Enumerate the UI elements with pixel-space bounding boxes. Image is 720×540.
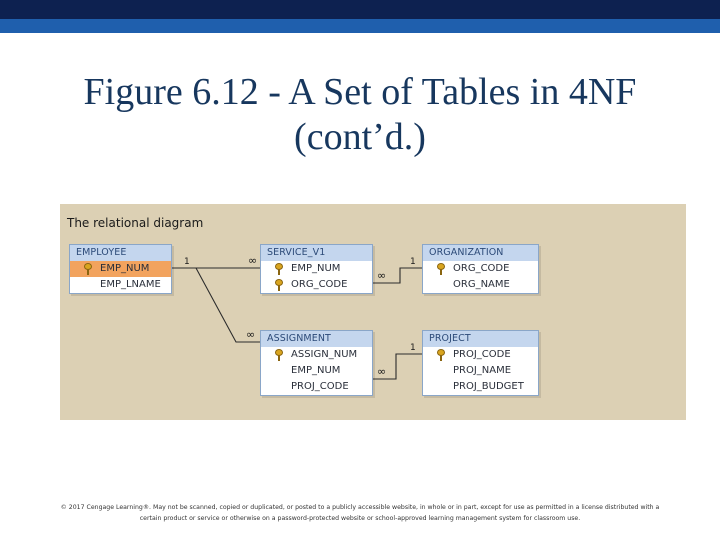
card-many-assignment-proj: ∞	[377, 365, 386, 378]
field-emp-lname[interactable]: EMP_LNAME	[70, 277, 171, 293]
field-org-code[interactable]: ORG_CODE	[261, 277, 372, 293]
card-many-service: ∞	[248, 254, 257, 267]
field-label: PROJ_CODE	[453, 349, 511, 360]
table-assignment-title: ASSIGNMENT	[261, 331, 372, 347]
field-assign-num[interactable]: ASSIGN_NUM	[261, 347, 372, 363]
field-emp-num[interactable]: EMP_NUM	[261, 261, 372, 277]
field-label: PROJ_NAME	[453, 365, 512, 376]
table-service-v1[interactable]: SERVICE_V1 EMP_NUM ORG_CODE	[260, 244, 373, 294]
link-employee-assignment	[172, 267, 260, 343]
card-many-service-org: ∞	[377, 269, 386, 282]
card-many-assignment: ∞	[246, 328, 255, 341]
field-emp-num[interactable]: EMP_NUM	[70, 261, 171, 277]
field-label: ORG_CODE	[291, 279, 348, 290]
slide-title-line-1: Figure 6.12 - A Set of Tables in 4NF	[83, 71, 637, 113]
field-org-code[interactable]: ORG_CODE	[423, 261, 538, 277]
field-label: EMP_NUM	[100, 263, 150, 274]
key-icon	[437, 349, 445, 361]
table-project-title: PROJECT	[423, 331, 538, 347]
relational-diagram: The relational diagram 1 ∞ ∞ ∞ 1 ∞ 1 EMP…	[60, 204, 686, 420]
card-one-project: 1	[410, 343, 416, 353]
key-icon	[275, 349, 283, 361]
slide-title-line-2: (cont’d.)	[294, 116, 426, 158]
table-project[interactable]: PROJECT PROJ_CODE PROJ_NAME PROJ_BUDGET	[422, 330, 539, 396]
field-proj-code[interactable]: PROJ_CODE	[261, 379, 372, 395]
card-one-employee: 1	[184, 257, 190, 267]
slide-title: Figure 6.12 - A Set of Tables in 4NF (co…	[0, 70, 720, 160]
field-label: EMP_NUM	[291, 365, 341, 376]
link-assignment-project	[373, 353, 422, 380]
copyright-line-1: © 2017 Cengage Learning®. May not be sca…	[60, 504, 660, 511]
field-proj-code[interactable]: PROJ_CODE	[423, 347, 538, 363]
field-proj-budget[interactable]: PROJ_BUDGET	[423, 379, 538, 395]
field-proj-name[interactable]: PROJ_NAME	[423, 363, 538, 379]
card-one-organization: 1	[410, 257, 416, 267]
field-label: ORG_CODE	[453, 263, 510, 274]
field-label: EMP_NUM	[291, 263, 341, 274]
table-assignment[interactable]: ASSIGNMENT ASSIGN_NUM EMP_NUM PROJ_CODE	[260, 330, 373, 396]
field-label: EMP_LNAME	[100, 279, 161, 290]
field-label: PROJ_CODE	[291, 381, 349, 392]
key-icon	[275, 263, 283, 275]
relationship-lines: 1 ∞ ∞ ∞ 1 ∞ 1	[172, 254, 422, 380]
field-label: ASSIGN_NUM	[291, 349, 358, 360]
table-service-v1-title: SERVICE_V1	[261, 245, 372, 261]
diagram-caption: The relational diagram	[67, 216, 204, 230]
key-icon	[275, 279, 283, 291]
link-service-organization	[373, 267, 422, 284]
header-bar	[0, 0, 720, 19]
field-label: ORG_NAME	[453, 279, 510, 290]
field-label: PROJ_BUDGET	[453, 381, 524, 392]
copyright-line-2: certain product or service or otherwise …	[139, 515, 581, 522]
copyright-notice: © 2017 Cengage Learning®. May not be sca…	[40, 502, 680, 524]
table-organization[interactable]: ORGANIZATION ORG_CODE ORG_NAME	[422, 244, 539, 294]
field-emp-num[interactable]: EMP_NUM	[261, 363, 372, 379]
table-organization-title: ORGANIZATION	[423, 245, 538, 261]
key-icon	[437, 263, 445, 275]
field-org-name[interactable]: ORG_NAME	[423, 277, 538, 293]
table-employee-title: EMPLOYEE	[70, 245, 171, 261]
key-icon	[84, 263, 92, 275]
header-stripe	[0, 19, 720, 33]
table-employee[interactable]: EMPLOYEE EMP_NUM EMP_LNAME	[69, 244, 172, 294]
